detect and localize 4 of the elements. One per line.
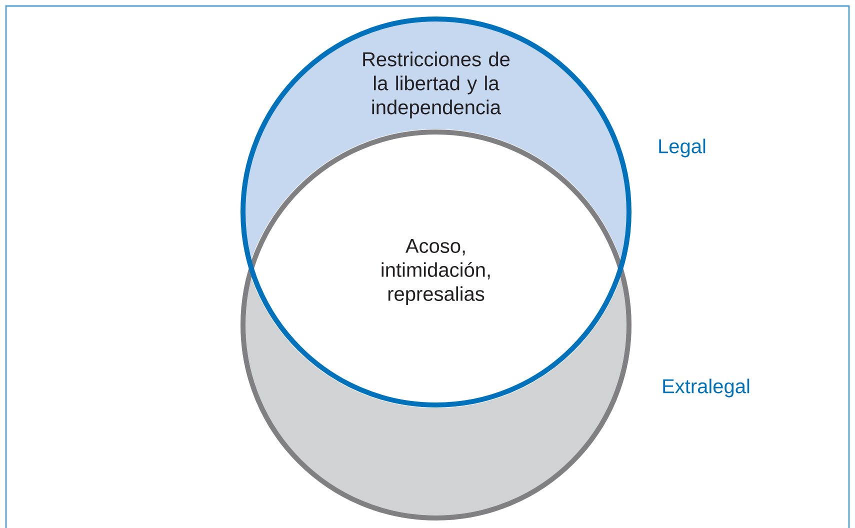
side-label: Extralegal xyxy=(663,378,750,398)
circle-label: Restricciones de la libertad y la independencia xyxy=(363,52,510,118)
overlap-label: Acoso, intimidación, represalias xyxy=(382,239,490,305)
side-label: Legal xyxy=(659,138,706,158)
